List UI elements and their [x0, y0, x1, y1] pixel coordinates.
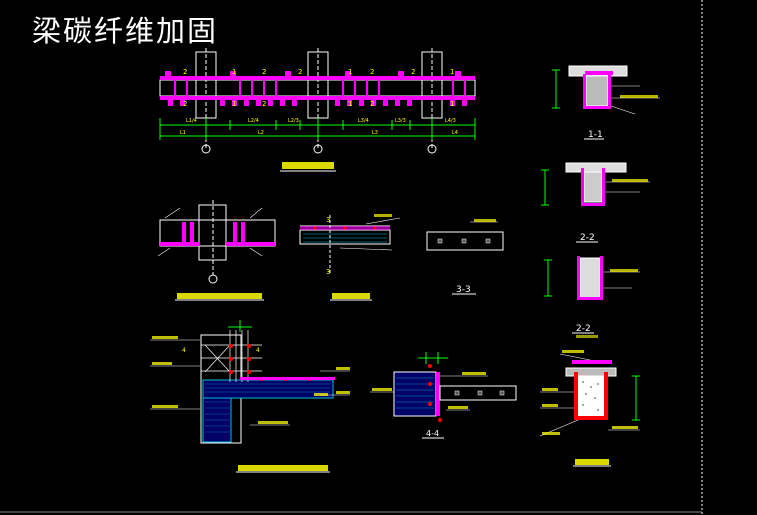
mark-4b: 4 [256, 347, 260, 354]
svg-text:2: 2 [183, 68, 187, 76]
svg-text:L3/3: L3/3 [395, 118, 406, 124]
section-1-1-label: 1-1 [588, 130, 603, 140]
svg-text:1: 1 [450, 100, 454, 108]
svg-text:L2/4: L2/4 [248, 118, 259, 124]
svg-text:2: 2 [411, 68, 415, 76]
section-3-mark-bottom: 3 [326, 268, 330, 276]
page-title: 梁碳纤维加固 [32, 14, 219, 48]
section-2-2-b-label: 2-2 [576, 324, 591, 334]
svg-text:2: 2 [298, 68, 302, 76]
section-4-4-label: 4-4 [426, 429, 439, 438]
beam-side-detail [539, 350, 640, 467]
mark-4: 4 [182, 347, 186, 354]
svg-text:1: 1 [450, 68, 454, 76]
svg-text:1: 1 [348, 100, 352, 108]
section-2-2-a: 2-2 [541, 162, 650, 243]
svg-text:2: 2 [262, 100, 266, 108]
section-3-mark-top: 3 [326, 216, 330, 224]
svg-text:2: 2 [262, 68, 266, 76]
section-2-2-label: 2-2 [580, 233, 595, 243]
svg-text:L3/4: L3/4 [358, 118, 369, 124]
section-2-2-b: 2-2 [544, 256, 640, 338]
svg-text:1: 1 [348, 68, 352, 76]
svg-text:L1: L1 [180, 130, 186, 136]
svg-text:L4/3: L4/3 [445, 118, 456, 124]
section-1-1: 1-1 [552, 65, 660, 140]
svg-text:2: 2 [183, 100, 187, 108]
svg-text:1: 1 [232, 68, 236, 76]
anchor-detail: 4 4 [150, 320, 350, 473]
svg-text:L4: L4 [452, 130, 458, 136]
svg-text:L1/4: L1/4 [186, 118, 197, 124]
joint-detail [157, 200, 276, 301]
svg-text:1: 1 [232, 100, 236, 108]
section-4-4: 4-4 [370, 352, 517, 439]
svg-text:L2/3: L2/3 [288, 118, 299, 124]
svg-text:L2: L2 [258, 130, 264, 136]
section-3-3: 3-3 [426, 219, 504, 295]
svg-text:2: 2 [370, 68, 374, 76]
section-3-3-label: 3-3 [456, 285, 471, 295]
beam-elevation: 2 1 2 2 1 2 2 1 2 1 2 1 2 1 L1/4 L2/4 L2/3 L3/4 L3/… [159, 48, 476, 172]
svg-text:2: 2 [370, 100, 374, 108]
svg-text:L3: L3 [372, 130, 378, 136]
beam-bottom-detail: 3 3 [299, 214, 401, 301]
